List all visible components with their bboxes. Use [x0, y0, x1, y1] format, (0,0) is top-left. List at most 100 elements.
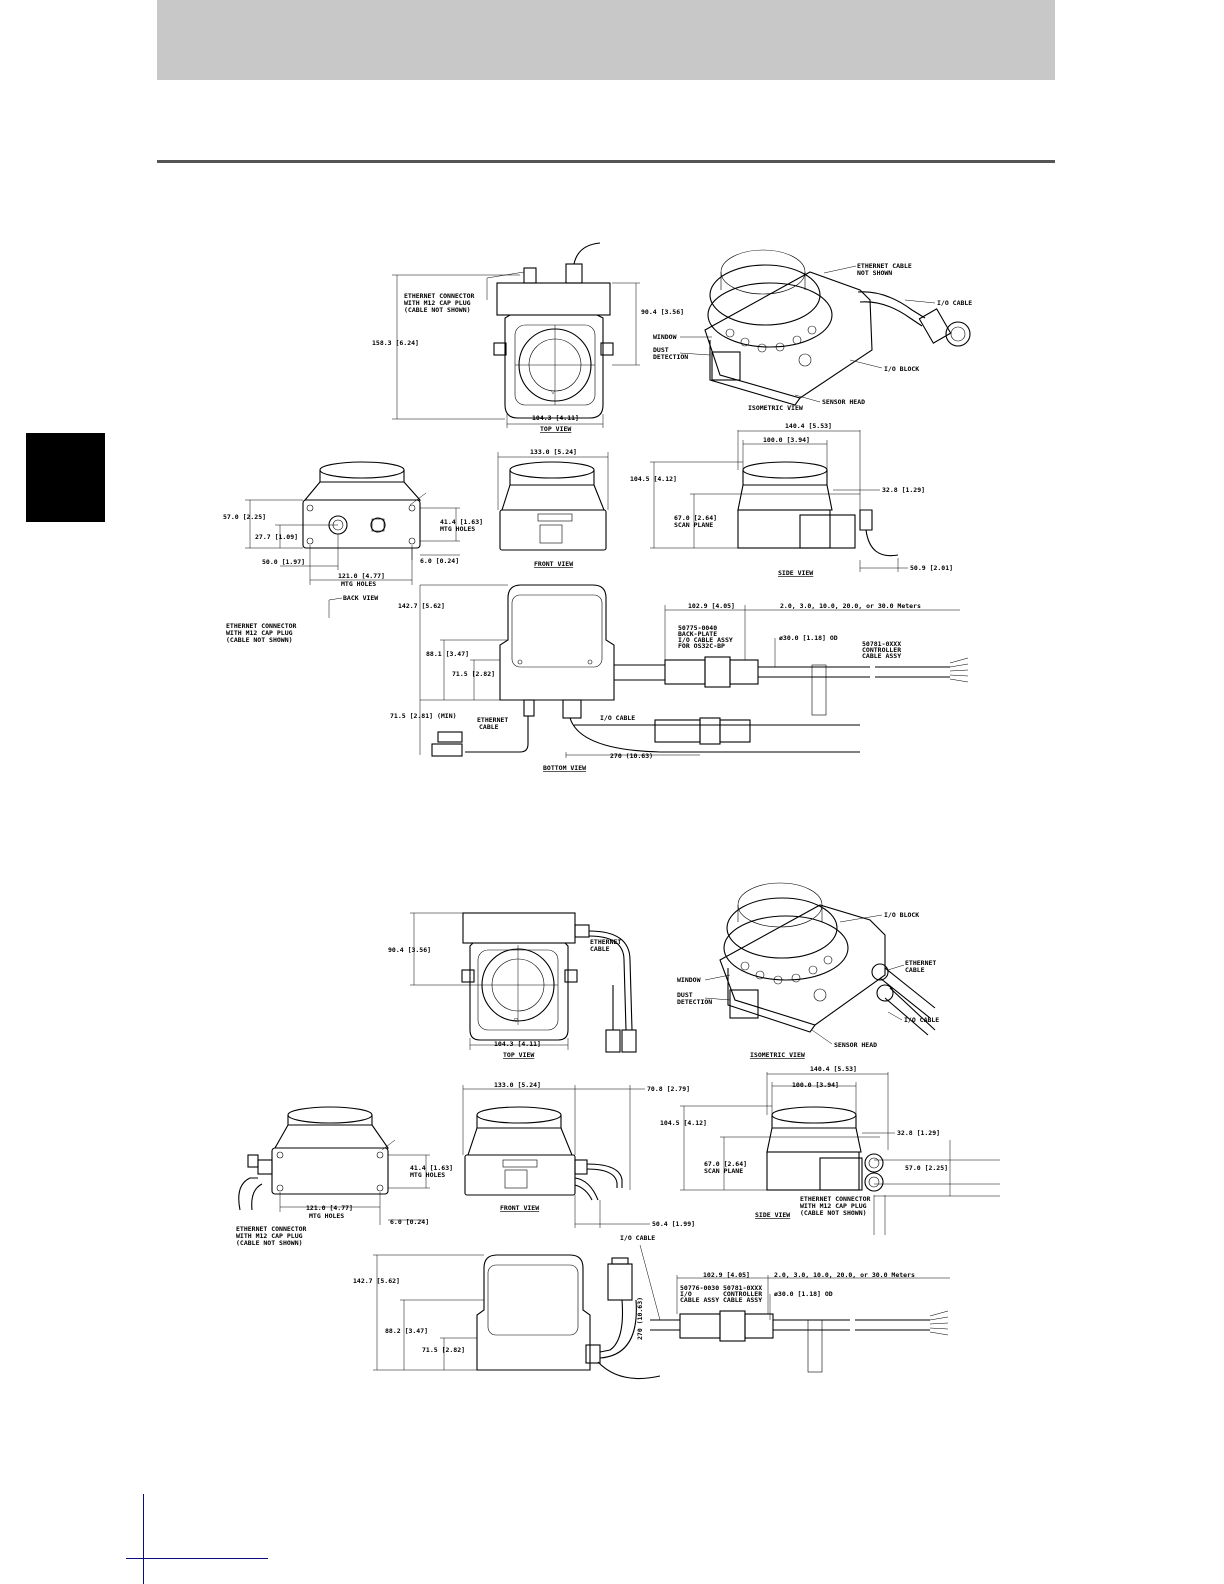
- diagram2-top-view: ▽ 90.4 [3.56] ETHERNET CABLE 104.3 [4.11…: [388, 912, 637, 1059]
- diagram1-bottom-view: 142.7 [5.62] 88.1 [3.47] 71.5 [2.82] 71.…: [390, 584, 969, 772]
- d2-iso-dust-1: DUST: [677, 991, 693, 999]
- diagram2-back-view: 41.4 [1.63] MTG HOLES 121.0 [4.77] MTG H…: [236, 1106, 453, 1247]
- d1-side-dim-scan: 67.0 [2.64]: [674, 514, 717, 522]
- d2-front-dim-w: 133.0 [5.24]: [494, 1081, 541, 1089]
- d2-bottom-lengths: 2.0, 3.0, 10.0, 20.0, or 30.0 Meters: [774, 1271, 915, 1279]
- diagram2-front-view: 133.0 [5.24] 70.8 [2.79] 50.4 [1.99] FRO…: [462, 1081, 695, 1228]
- d1-top-dim-height2: 90.4 [3.56]: [641, 308, 684, 316]
- d2-bottom-dim-h1: 142.7 [5.62]: [353, 1277, 400, 1285]
- d2-side-eth-note-1: ETHERNET CONNECTOR: [800, 1195, 871, 1203]
- d2-top-dim-w: 104.3 [4.11]: [494, 1040, 541, 1048]
- d2-bottom-part1-3: CABLE ASSY: [680, 1296, 719, 1304]
- d2-bottom-od: ø30.0 [1.18] OD: [774, 1290, 833, 1298]
- d2-iso-eth-cable-2: CABLE: [905, 966, 925, 974]
- d1-back-dim-holes-w: 121.0 [4.77]: [338, 572, 385, 580]
- diagram2-isometric-view: I/O BLOCK ETHERNET CABLE WINDOW DUST DET…: [677, 882, 939, 1059]
- d1-bottom-part2-1: 50781-0XXX: [862, 640, 901, 648]
- d2-bottom-part1-1: 50776-0030: [680, 1284, 719, 1292]
- d2-side-label: SIDE VIEW: [755, 1211, 790, 1219]
- svg-text:▽: ▽: [551, 388, 555, 396]
- d1-side-dim-w2: 100.0 [3.94]: [763, 436, 810, 444]
- d2-top-label: TOP VIEW: [503, 1051, 534, 1059]
- d1-bottom-dim-270: 270 (10.63): [610, 752, 653, 760]
- d2-back-mtg-holes: MTG HOLES: [410, 1171, 445, 1179]
- d2-top-eth-cable-2: CABLE: [590, 945, 610, 953]
- d2-side-dim-scan: 67.0 [2.64]: [704, 1160, 747, 1168]
- d2-back-eth-note-1: ETHERNET CONNECTOR: [236, 1225, 307, 1233]
- d2-side-eth-note-3: (CABLE NOT SHOWN): [800, 1209, 867, 1217]
- d2-front-label: FRONT VIEW: [500, 1204, 539, 1212]
- d2-iso-window: WINDOW: [677, 976, 701, 984]
- diagram2-bottom-view: I/O CABLE 142.7 [5.62] 88.2 [3.47] 71.5 …: [353, 1234, 950, 1379]
- page-header-band: [157, 0, 1055, 80]
- d2-side-scan-plane: SCAN PLANE: [704, 1167, 743, 1175]
- footer-vertical-rule: [143, 1494, 144, 1584]
- d2-bottom-io-cable: I/O CABLE: [620, 1234, 655, 1242]
- d1-iso-eth-cable-1: ETHERNET CABLE: [857, 262, 912, 270]
- d1-bottom-eth-cable-2: CABLE: [479, 723, 499, 731]
- d1-bottom-part1-2: BACK-PLATE: [678, 630, 717, 638]
- d1-back-mtg-holes: MTG HOLES: [440, 525, 475, 533]
- d1-top-view-label: TOP VIEW: [540, 425, 571, 433]
- d1-bottom-dim-min: 71.5 [2.81] (MIN): [390, 712, 457, 720]
- d2-side-dim-57: 57.0 [2.25]: [905, 1164, 948, 1172]
- d1-bottom-dim-h1: 142.7 [5.62]: [398, 602, 445, 610]
- d1-iso-io-cable: I/O CABLE: [937, 299, 972, 307]
- d1-bottom-lengths: 2.0, 3.0, 10.0, 20.0, or 30.0 Meters: [780, 602, 921, 610]
- d1-iso-dust-2: DETECTION: [653, 353, 688, 361]
- d1-iso-eth-cable-2: NOT SHOWN: [857, 269, 892, 277]
- d1-iso-sensor-head: SENSOR HEAD: [822, 398, 865, 406]
- footer-horizontal-rule: [126, 1558, 268, 1559]
- d1-side-dim-w1: 140.4 [5.53]: [785, 422, 832, 430]
- d1-bottom-dim-h2: 88.1 [3.47]: [426, 650, 469, 658]
- diagram2-side-view: 140.4 [5.53] 100.0 [3.94] 104.5 [4.12] 6…: [660, 1065, 1000, 1235]
- d1-back-dim-h: 57.0 [2.25]: [223, 513, 266, 521]
- d1-iso-io-block: I/O BLOCK: [884, 365, 919, 373]
- diagram1-back-view: 57.0 [2.25] 27.7 [1.09] 41.4 [1.63] MTG …: [223, 461, 483, 644]
- d2-side-dim-h: 104.5 [4.12]: [660, 1119, 707, 1127]
- d1-bottom-dim-102: 102.9 [4.05]: [688, 602, 735, 610]
- d1-bottom-dim-h3: 71.5 [2.82]: [452, 670, 495, 678]
- d2-front-dim-b: 50.4 [1.99]: [652, 1220, 695, 1228]
- d1-bottom-io-cable: I/O CABLE: [600, 714, 635, 722]
- d2-bottom-dim-h2: 88.2 [3.47]: [385, 1327, 428, 1335]
- d2-back-eth-note-3: (CABLE NOT SHOWN): [236, 1239, 303, 1247]
- d1-top-eth-note-1: ETHERNET CONNECTOR: [404, 292, 475, 300]
- d1-bottom-od: ø30.0 [1.18] OD: [779, 634, 838, 642]
- d2-bottom-part2-2: CONTROLLER: [723, 1290, 762, 1298]
- d1-bottom-part1-3: I/O CABLE ASSY: [678, 636, 733, 644]
- d1-bottom-part1-4: FOR OS32C-BP: [678, 642, 725, 650]
- d1-bottom-part2-2: CONTROLLER: [862, 646, 901, 654]
- d1-bottom-part1-1: 50775-0040: [678, 624, 717, 632]
- d2-top-eth-cable-1: ETHERNET: [590, 938, 621, 946]
- diagram1-front-view: 133.0 [5.24] FRONT VIEW: [497, 448, 609, 568]
- d1-side-dim-h: 104.5 [4.12]: [630, 475, 677, 483]
- d1-side-dim-b: 50.9 [2.01]: [910, 564, 953, 572]
- d2-iso-sensor-head: SENSOR HEAD: [834, 1041, 877, 1049]
- d1-back-eth-note-3: (CABLE NOT SHOWN): [226, 636, 293, 644]
- d1-iso-window: WINDOW: [653, 333, 677, 341]
- d1-back-dim-edge: 6.0 [0.24]: [420, 557, 459, 565]
- d1-back-mtg-holes2: MTG HOLES: [341, 580, 376, 588]
- d2-iso-io-cable: I/O CABLE: [904, 1016, 939, 1024]
- d1-back-dim-h2: 27.7 [1.09]: [255, 533, 298, 541]
- d2-bottom-dim-270: 270 (10.63): [636, 1297, 644, 1340]
- d1-back-label: BACK VIEW: [343, 594, 378, 602]
- d2-top-dim-h: 90.4 [3.56]: [388, 946, 431, 954]
- d1-bottom-label: BOTTOM VIEW: [543, 764, 586, 772]
- svg-text:▽: ▽: [514, 1016, 518, 1024]
- d2-side-dim-w1: 140.4 [5.53]: [810, 1065, 857, 1073]
- d2-side-eth-note-2: WITH M12 CAP PLUG: [800, 1202, 867, 1210]
- diagram1-side-view: 140.4 [5.53] 100.0 [3.94] 104.5 [4.12] 6…: [630, 422, 953, 577]
- d2-back-dim-edge: 6.0 [0.24]: [390, 1218, 429, 1226]
- d1-top-dim-height: 158.3 [6.24]: [372, 339, 419, 347]
- d2-bottom-part1-2: I/O: [680, 1290, 692, 1298]
- d1-front-dim-w: 133.0 [5.24]: [530, 448, 577, 456]
- d1-iso-label: ISOMETRIC VIEW: [748, 404, 803, 412]
- d1-side-dim-r: 32.8 [1.29]: [882, 486, 925, 494]
- d1-front-label: FRONT VIEW: [534, 560, 573, 568]
- d1-top-eth-note-3: (CABLE NOT SHOWN): [404, 306, 471, 314]
- d2-back-mtg-holes2: MTG HOLES: [309, 1212, 344, 1220]
- d2-bottom-part2-1: 50781-0XXX: [723, 1284, 762, 1292]
